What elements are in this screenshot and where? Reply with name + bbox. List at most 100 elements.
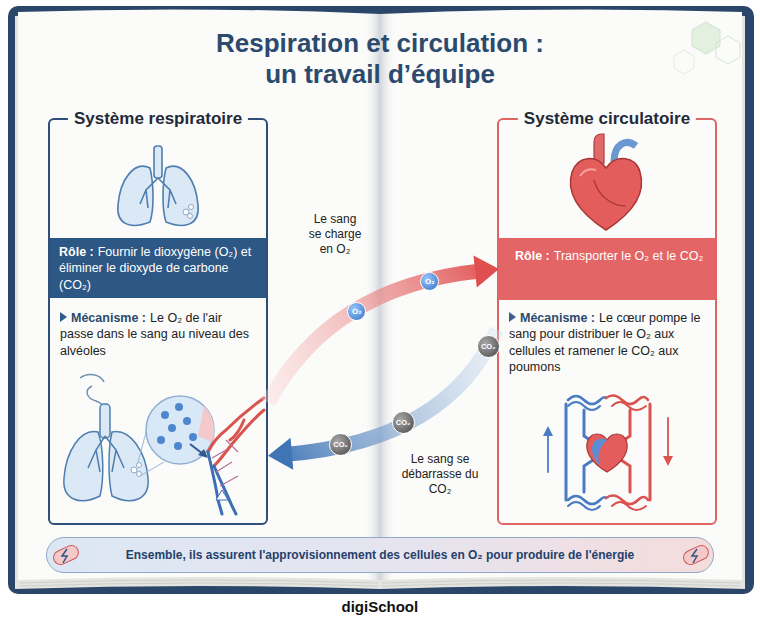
book-background-part bbox=[716, 36, 740, 64]
book-background-part bbox=[8, 6, 754, 594]
lungs-alveoli-illustration-part bbox=[198, 449, 208, 458]
edge-label: Le sang se charge en O₂ bbox=[306, 212, 364, 257]
circulation-diagram-part bbox=[568, 496, 606, 504]
circulation-diagram-part bbox=[543, 426, 553, 436]
lungs-alveoli-illustration-part bbox=[138, 410, 164, 476]
energy-capsule-icon-part bbox=[51, 543, 80, 567]
lungs-alveoli-illustration-part bbox=[80, 375, 104, 382]
brand-watermark: digiSchool bbox=[342, 598, 419, 615]
lungs-alveoli-illustration-part bbox=[64, 432, 103, 501]
book-background-part bbox=[380, 9, 742, 580]
lungs-alveoli-illustration-part bbox=[88, 436, 124, 472]
diagram-title: Respiration et circulation : un travail … bbox=[207, 28, 553, 90]
circulation-diagram-part bbox=[618, 458, 630, 492]
energy-capsule-icon-part bbox=[62, 549, 67, 563]
lungs-alveoli-illustration-part bbox=[168, 424, 176, 432]
lungs-alveoli-illustration-part bbox=[100, 404, 110, 438]
text-body: Transporter le O₂ et le CO₂ bbox=[554, 249, 704, 263]
lungs-alveoli-illustration-part bbox=[216, 490, 228, 500]
lungs-alveoli-illustration-part bbox=[189, 433, 197, 441]
lungs-alveoli-illustration-part bbox=[157, 436, 165, 444]
lungs-alveoli-illustration-part bbox=[212, 440, 238, 486]
lungs-icon-part bbox=[154, 146, 162, 178]
book-background-part bbox=[674, 50, 694, 74]
lungs-icon-part bbox=[118, 166, 153, 225]
lungs-alveoli-illustration-part bbox=[183, 417, 191, 425]
panel-box: Mécanisme :Le O₂ de l'air passe dans le … bbox=[48, 118, 268, 525]
panel-box: Mécanisme :Le cœur pompe le sang pour di… bbox=[497, 118, 717, 525]
panel-heading: Système respiratoire bbox=[68, 108, 248, 130]
text-key: Mécanisme : bbox=[520, 311, 595, 325]
bullet-triangle bbox=[509, 312, 516, 322]
lungs-icon bbox=[118, 146, 198, 225]
text-key: Rôle : bbox=[59, 245, 94, 259]
flow-arrow bbox=[268, 330, 497, 470]
circulation-diagram-part bbox=[568, 402, 600, 410]
circulation-diagram-part bbox=[568, 502, 600, 510]
role-band: Rôle :Transporter le O₂ et le CO₂ bbox=[499, 238, 715, 300]
lungs-icon-part bbox=[188, 214, 193, 219]
circulation-diagram-part bbox=[592, 439, 607, 466]
lungs-alveoli-illustration-part bbox=[161, 411, 169, 419]
circulation-diagram-part bbox=[667, 418, 669, 460]
heart-icon bbox=[570, 134, 641, 230]
circulation-diagram-part bbox=[606, 495, 648, 504]
heart-icon-part bbox=[570, 159, 641, 230]
circulation-diagram-part bbox=[565, 404, 568, 500]
circulation-diagram-part bbox=[606, 395, 648, 404]
lungs-alveoli-illustration-part bbox=[174, 442, 182, 450]
energy-capsule-icon bbox=[51, 543, 710, 567]
lungs-alveoli-illustration-part bbox=[146, 396, 214, 464]
gas-bubble: CO₂ bbox=[477, 335, 500, 358]
lungs-alveoli-illustration bbox=[64, 375, 264, 514]
gas-bubble: CO₂ bbox=[329, 433, 352, 456]
lungs-icon-part bbox=[189, 205, 194, 210]
arrow-shaft bbox=[268, 271, 479, 403]
edge-label: Le sang se débarrasse du CO₂ bbox=[398, 452, 482, 497]
lungs-alveoli-illustration-part bbox=[175, 403, 183, 411]
energy-capsule-icon-part bbox=[681, 543, 710, 567]
heart-icon-part bbox=[580, 169, 596, 176]
text-block: Rôle :Fournir le dioxygène (O₂) et élimi… bbox=[59, 244, 259, 293]
circulation-diagram-part bbox=[584, 458, 596, 492]
arrow-head bbox=[268, 438, 293, 470]
circulation-diagram-part bbox=[649, 404, 652, 500]
book-background-part bbox=[20, 580, 740, 586]
heart-icon-part bbox=[594, 180, 626, 206]
lungs-alveoli-illustration-part bbox=[208, 452, 236, 514]
circulation-diagram-part bbox=[663, 456, 673, 466]
panel-heading: Système circulatoire bbox=[518, 108, 696, 130]
circulation-diagram-part bbox=[584, 410, 596, 444]
circulation-diagram-part bbox=[568, 396, 606, 404]
lungs-icon-part bbox=[163, 166, 198, 225]
lungs-alveoli-illustration-part bbox=[137, 472, 142, 477]
lungs-alveoli-illustration-part bbox=[109, 432, 148, 501]
heart-icon-part bbox=[594, 134, 604, 164]
role-band: Rôle :Fournir le dioxygène (O₂) et élimi… bbox=[50, 238, 266, 298]
lungs-alveoli-illustration-part bbox=[190, 444, 203, 454]
energy-capsule-icon-part bbox=[692, 549, 697, 563]
circulation-diagram bbox=[543, 395, 673, 510]
circulation-diagram-part bbox=[612, 502, 646, 510]
summary-band: Ensemble, ils assurent l'approvisionneme… bbox=[46, 537, 714, 573]
text-block: Mécanisme :Le O₂ de l'air passe dans le … bbox=[60, 310, 258, 359]
lungs-alveoli-illustration-part bbox=[131, 467, 137, 473]
lungs-alveoli-illustration-part bbox=[208, 398, 264, 466]
circulation-diagram-part bbox=[587, 434, 627, 472]
arrow-head bbox=[473, 256, 499, 288]
lungs-alveoli-illustration-part bbox=[87, 386, 104, 410]
lungs-icon-part bbox=[183, 209, 189, 215]
arrow-shaft bbox=[288, 330, 497, 454]
text-block: Ensemble, ils assurent l'approvisionneme… bbox=[126, 548, 635, 562]
lungs-alveoli-illustration-part bbox=[137, 463, 142, 468]
text-body: Ensemble, ils assurent l'approvisionneme… bbox=[126, 548, 635, 562]
heart-icon-part bbox=[614, 143, 636, 162]
text-key: Mécanisme : bbox=[71, 311, 146, 325]
lungs-alveoli-illustration-part bbox=[198, 406, 214, 442]
